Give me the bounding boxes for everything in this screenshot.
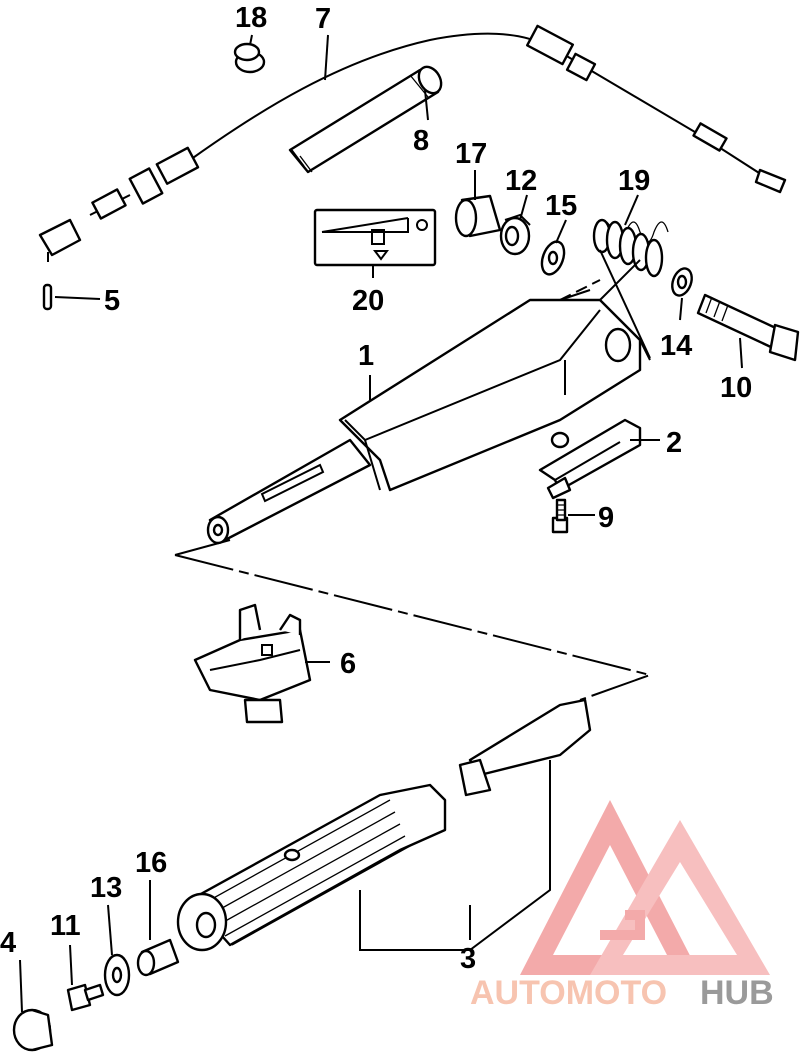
callout-9: 9 xyxy=(598,502,614,534)
callout-18: 18 xyxy=(235,2,267,34)
callout-5: 5 xyxy=(104,285,120,317)
part-5-pin xyxy=(42,283,53,311)
watermark-text-hub: HUB xyxy=(700,974,774,1012)
callout-1: 1 xyxy=(358,340,374,372)
assembly-lines xyxy=(174,249,654,701)
part-3-grip xyxy=(176,698,592,952)
part-15-washer xyxy=(540,240,566,276)
callout-13: 13 xyxy=(90,872,122,904)
part-13-washer xyxy=(103,953,131,997)
watermark-logo-icon xyxy=(520,800,770,975)
callout-3: 3 xyxy=(460,943,476,975)
leader-lines xyxy=(19,34,743,1013)
callout-16: 16 xyxy=(135,847,167,879)
part-18-grommet xyxy=(233,42,266,74)
callout-6: 6 xyxy=(340,648,356,680)
callout-8: 8 xyxy=(413,125,429,157)
part-10-bolt xyxy=(696,293,800,362)
callout-20: 20 xyxy=(352,285,384,317)
part-20-decal xyxy=(313,208,437,267)
part-4-cap xyxy=(12,1008,54,1052)
callout-17: 17 xyxy=(455,138,487,170)
part-8-shaft xyxy=(288,65,443,174)
part-9-screw xyxy=(551,498,569,534)
callout-11: 11 xyxy=(50,910,81,942)
part-1-tiller-arm xyxy=(206,259,651,545)
watermark-text-automoto: AUTOMOTO xyxy=(470,974,667,1012)
callout-10: 10 xyxy=(720,372,752,404)
part-7-throttle-cable xyxy=(38,24,787,262)
part-14-washer xyxy=(671,267,693,297)
part-12-collar xyxy=(499,213,531,256)
callout-2: 2 xyxy=(666,427,682,459)
callout-4: 4 xyxy=(0,927,16,959)
part-6-switch xyxy=(193,603,312,724)
callout-15: 15 xyxy=(545,190,577,222)
part-11-screw xyxy=(66,983,105,1012)
part-17-bushing xyxy=(454,194,502,238)
callout-19: 19 xyxy=(618,165,650,197)
part-19-spring xyxy=(592,218,669,278)
callout-7: 7 xyxy=(315,3,331,35)
part-2-bracket xyxy=(538,418,642,500)
callout-14: 14 xyxy=(660,330,692,362)
callout-12: 12 xyxy=(505,165,537,197)
part-16-spacer xyxy=(136,938,180,977)
